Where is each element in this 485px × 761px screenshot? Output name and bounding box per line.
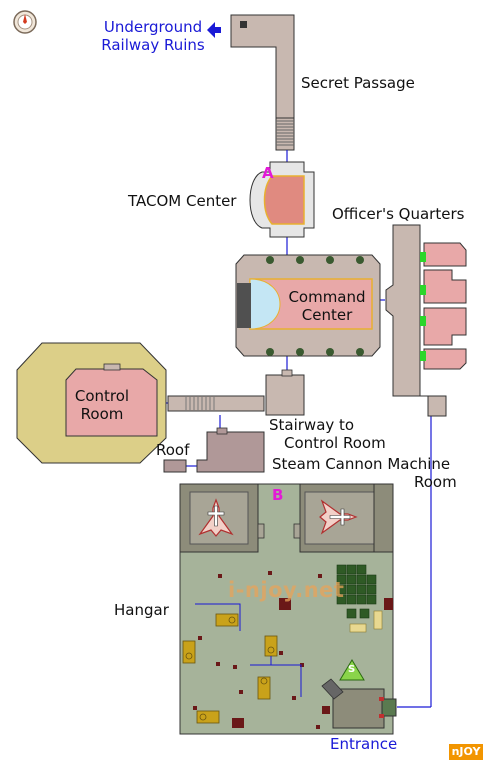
underground-line1: Underground [103,18,203,36]
control-line1: Control [74,387,130,405]
steam-cannon-label: Steam Cannon Machine Room [272,455,457,491]
hangar [179,483,397,735]
stairway-line1: Stairway to [269,416,355,434]
compass-icon [13,10,37,34]
airplane-icon [198,498,234,537]
officers-quarters-label: Officer's Quarters [332,205,465,223]
entrance-label[interactable]: Entrance [330,735,398,753]
njoy-badge: nJOY [449,744,483,760]
command-center-label: Command Center [282,288,372,324]
marker-a: A [262,164,274,182]
tacom-center-label: TACOM Center [128,192,237,210]
secret-passage-label: Secret Passage [301,74,415,92]
stairway-corridor [167,369,305,416]
underground-railway-label[interactable]: Underground Railway Ruins [96,18,210,54]
steam-line2: Room [414,473,457,491]
stairway-line2: Control Room [284,434,386,452]
roof-label: Roof [156,441,190,459]
secret-passage [230,14,295,151]
steam-cannon-room [163,427,265,473]
control-room-area [16,342,167,464]
save-point-letter: S [348,664,356,675]
steam-line1: Steam Cannon Machine [272,455,451,473]
stairway-label: Stairway to Control Room [269,416,386,452]
marker-b: B [272,486,284,504]
arrow-left-icon [207,22,221,38]
command-center [235,254,381,357]
control-room-label: Control Room [66,387,138,423]
airplane-icon [319,499,358,535]
command-line2: Center [301,306,353,324]
tacom-center [249,161,315,238]
officers-quarters [385,224,467,417]
command-line1: Command [288,288,366,306]
underground-line2: Railway Ruins [101,36,205,54]
watermark: i-njoy.net [228,578,345,602]
control-line2: Room [80,405,124,423]
save-point-icon [339,659,365,681]
hangar-label: Hangar [114,601,169,619]
